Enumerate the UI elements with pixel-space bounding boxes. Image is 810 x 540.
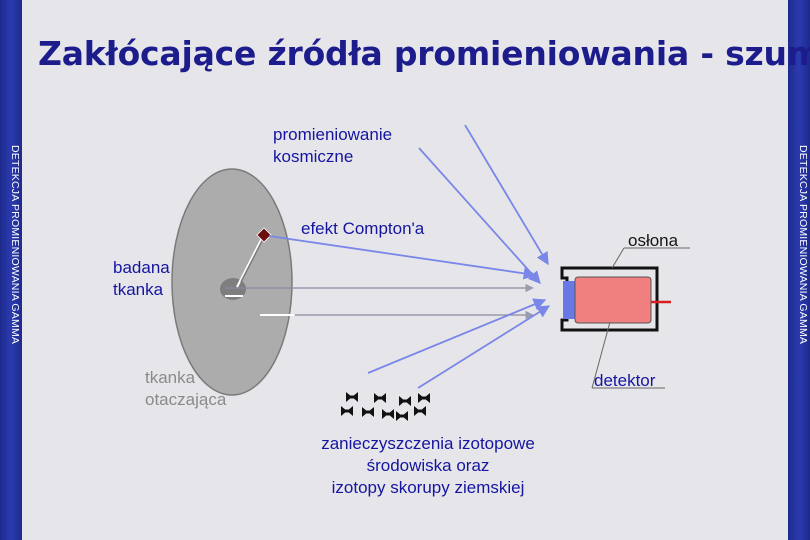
- contamination-label-line2: środowiska oraz: [366, 456, 490, 475]
- contamination-label: zanieczyszczenia izotopowe środowiska or…: [298, 433, 558, 499]
- detector-crystal: [574, 276, 652, 324]
- shield-leader-diagonal: [611, 247, 625, 269]
- radiation-source-icon: [399, 396, 411, 406]
- contamination-sources: [341, 392, 430, 421]
- compton-marker: [256, 227, 272, 243]
- compton-scatter-arrow: [268, 235, 537, 280]
- examined-tissue-label-line2: tkanka: [113, 280, 164, 299]
- radiation-source-icon: [346, 392, 358, 402]
- surrounding-tissue-label: tkanka otaczająca: [145, 367, 226, 411]
- right-side-label: DETEKCJA PROMIENIOWANIA GAMMA: [797, 145, 809, 345]
- detector-label: detektor: [594, 371, 656, 390]
- detector-window: [563, 281, 575, 319]
- compton-scatter-line: [240, 238, 264, 283]
- cosmic-ray-arrow-2: [464, 124, 549, 266]
- left-side-label: DETEKCJA PROMIENIOWANIA GAMMA: [9, 145, 21, 345]
- radiation-source-icon: [396, 411, 408, 421]
- cosmic-radiation-label-line2: kosmiczne: [273, 147, 354, 166]
- contamination-label-line3: izotopy skorupy ziemskiej: [331, 478, 525, 497]
- radiation-source-icon: [362, 407, 374, 417]
- radiation-source-icon: [382, 409, 394, 419]
- shield-label: osłona: [628, 231, 679, 250]
- detector-shield: [560, 266, 659, 332]
- radiation-source-icon: [418, 393, 430, 403]
- contamination-label-line1: zanieczyszczenia izotopowe: [321, 434, 535, 453]
- radiation-source-icon: [374, 393, 386, 403]
- radiation-source-icon: [341, 406, 353, 416]
- radiation-source-icon: [414, 406, 426, 416]
- surrounding-tissue-label-line1: tkanka: [145, 368, 196, 387]
- surrounding-tissue-label-line2: otaczająca: [145, 390, 227, 409]
- emission-ray-up: [236, 237, 263, 288]
- contamination-arrow-2: [417, 305, 551, 389]
- compton-effect-label: efekt Compton'a: [301, 219, 425, 238]
- examined-tissue-label-line1: badana: [113, 258, 170, 277]
- cosmic-ray-arrow-1: [418, 147, 541, 284]
- left-side-bar: DETEKCJA PROMIENIOWANIA GAMMA: [0, 0, 22, 540]
- right-side-bar: DETEKCJA PROMIENIOWANIA GAMMA: [788, 0, 810, 540]
- examined-tissue-label: badana tkanka: [113, 257, 170, 301]
- slide-title: Zakłócające źródła promieniowania - szum: [38, 34, 810, 73]
- contamination-arrow-1: [367, 298, 547, 374]
- detector-leader-diagonal: [591, 321, 611, 389]
- cosmic-radiation-label-line1: promieniowanie: [273, 125, 393, 144]
- cosmic-radiation-label: promieniowanie kosmiczne: [273, 124, 392, 168]
